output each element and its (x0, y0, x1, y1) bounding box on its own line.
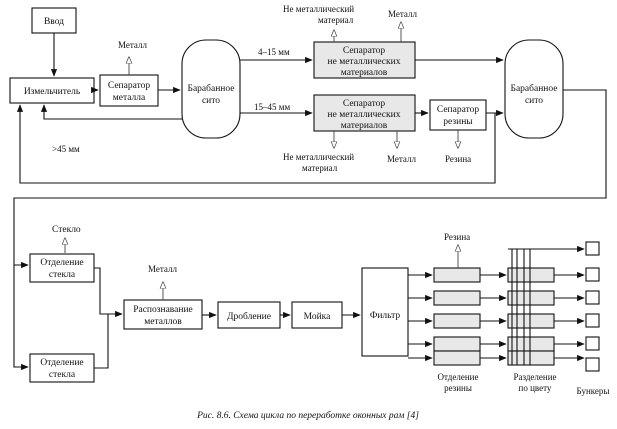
glass-separation-2-label-2: стекла (49, 370, 76, 380)
glass-separation-1-label-1: Отделение (40, 258, 83, 268)
drum-sieve-1-label-2: сито (202, 96, 220, 106)
size-15-45-label: 15–45 мм (254, 102, 290, 112)
nonmetal-sep-bottom-label-1: Сепаратор (343, 99, 385, 109)
rubber-2-label: Резина (444, 232, 470, 242)
metal-recognition-label-2: металлов (144, 317, 182, 327)
nonmetal-sep-top-label-3: материалов (341, 68, 388, 78)
bunkers (585, 241, 600, 372)
metal-separator-label-1: Сепаратор (108, 81, 150, 91)
input-block: Ввод (31, 7, 77, 34)
drum-sieve-1-label-1: Барабанное (188, 83, 235, 94)
metal-separator-block: Сепаратор металла (99, 74, 159, 107)
filter-block: Фильтр (361, 267, 409, 357)
arrow-sieve-back-to-shredder (40, 104, 182, 120)
shredder-block: Измельчитель (9, 77, 95, 104)
washing-label: Мойка (304, 311, 332, 322)
rubber-separator-label-2: резины (443, 117, 473, 127)
color-to-bunker-arrows (554, 271, 585, 362)
glass-separation-1-label-2: стекла (49, 270, 76, 280)
metal-recognition-label-1: Распознавание (133, 305, 193, 315)
arrow-glass-1-to-metal-recognition (94, 267, 123, 318)
color-separation-stack (507, 245, 585, 366)
nonmetal-sep-top-label-1: Сепаратор (343, 46, 385, 56)
nonmetal-bottom-label-1: Не металлический (283, 152, 354, 162)
nonmetal-top-label-2: материал (318, 15, 354, 25)
size-4-15-label: 4–15 мм (258, 47, 290, 57)
glass-separation-1-block: Отделение стекла (29, 253, 95, 283)
metal-separator-label-2: металла (113, 93, 146, 103)
metal-recog-out-label: Металл (148, 264, 177, 274)
metal-label-1: Металл (118, 40, 147, 50)
nonmetal-sep-bottom-label-2: не металлических (328, 110, 401, 120)
rubber-out-label: Резина (445, 154, 471, 164)
nonmetal-separator-bottom-block: Сепаратор не металлических материалов (313, 94, 416, 132)
drum-sieve-2-label-2: сито (525, 96, 543, 106)
arrow-sieve-2-to-glass-separation (13, 89, 607, 269)
rubber-separator-label-1: Сепаратор (437, 105, 479, 115)
arrow-to-glass-separation-2 (13, 265, 29, 371)
line-glass-2-to-metal-recognition (94, 314, 109, 369)
color-separation-label-1: Разделение (513, 372, 556, 382)
metal-recognition-block: Распознавание металлов (123, 299, 203, 330)
rubber-to-color-arrows (480, 271, 507, 362)
crushing-label: Дробление (227, 311, 271, 322)
rubber-separation-stack (433, 267, 481, 366)
shredder-label: Измельчитель (24, 87, 81, 97)
nonmetal-bottom-label-2: материал (302, 163, 338, 173)
crushing-block: Дробление (217, 301, 281, 329)
rubber-separator-block: Сепаратор резины (429, 99, 487, 131)
drum-sieve-1-block: Барабанное сито (181, 39, 241, 139)
drum-sieve-2-block: Барабанное сито (504, 39, 564, 139)
nonmetal-sep-bottom-label-3: материалов (341, 121, 388, 131)
rubber-separation-label-1: Отделение (437, 372, 478, 382)
figure-caption: Рис. 8.6. Схема цикла по переработке око… (196, 410, 419, 421)
nonmetal-top-label-1: Не металлический (283, 4, 354, 14)
filter-output-arrows (408, 271, 433, 362)
glass-separation-2-block: Отделение стекла (29, 353, 95, 383)
washing-block: Мойка (291, 301, 343, 329)
glass-label: Стекло (52, 225, 81, 235)
size-over-45-label: >45 мм (52, 144, 80, 154)
arrow-oversize-back-to-shredder (16, 104, 496, 184)
drum-sieve-2-label-1: Барабанное (511, 83, 558, 94)
nonmetal-separator-top-block: Сепаратор не металлических материалов (313, 41, 416, 79)
bunkers-label: Бункеры (577, 386, 610, 396)
input-label: Ввод (44, 17, 64, 27)
rubber-separation-label-2: резины (444, 383, 472, 393)
metal-bottom-label: Металл (387, 154, 416, 164)
color-separation-label-2: по цвету (519, 383, 552, 393)
metal-top-label: Металл (388, 9, 417, 19)
glass-separation-2-label-1: Отделение (40, 358, 83, 368)
nonmetal-sep-top-label-2: не металлических (328, 57, 401, 67)
filter-label: Фильтр (370, 311, 401, 321)
